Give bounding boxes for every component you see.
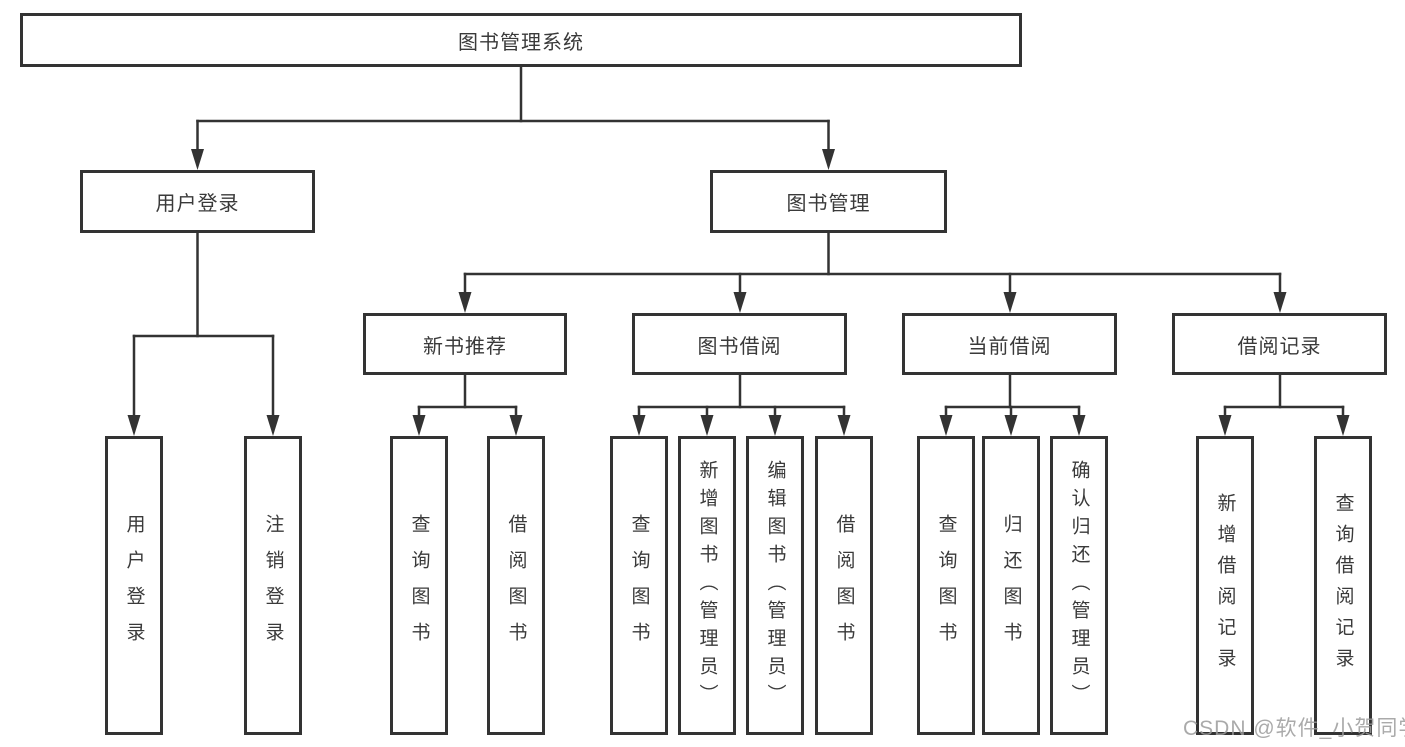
node-user-login: 用户登录 [80, 170, 315, 233]
leaf-label: 查询图书 [628, 513, 650, 658]
leaf-label: 确认归还（管理员） [1068, 459, 1090, 712]
leaf-borrow-books: 借阅图书 [815, 436, 873, 735]
connector-borrow-records-to-leaves [1218, 373, 1350, 436]
node-label: 图书管理 [786, 193, 871, 215]
leaf-query-books-rec: 查询图书 [390, 436, 448, 735]
leaf-label: 编辑图书（管理员） [764, 459, 786, 712]
leaf-return-books: 归还图书 [982, 436, 1040, 735]
leaf-label: 借阅图书 [505, 513, 527, 658]
node-book-borrow: 图书借阅 [632, 313, 847, 375]
node-label: 新书推荐 [423, 335, 507, 358]
connector-current-borrow-to-leaves [939, 373, 1086, 436]
node-label: 图书管理系统 [458, 31, 584, 54]
node-new-book-rec: 新书推荐 [363, 313, 567, 375]
connector-new-book-rec-to-leaves [412, 373, 523, 436]
leaf-query-borrow-record: 查询借阅记录 [1314, 436, 1372, 735]
node-borrow-records: 借阅记录 [1172, 313, 1387, 375]
leaf-label: 用户登录 [123, 513, 145, 658]
node-current-borrow: 当前借阅 [902, 313, 1117, 375]
leaf-query-books-borrow: 查询图书 [610, 436, 668, 735]
node-label: 图书借阅 [697, 335, 782, 358]
connector-user-login-to-leaves [127, 231, 280, 436]
leaf-logout: 注销登录 [244, 436, 302, 735]
connector-book-borrow-to-leaves [632, 373, 851, 436]
leaf-edit-book-admin: 编辑图书（管理员） [746, 436, 804, 735]
leaf-label: 新增借阅记录 [1214, 492, 1236, 679]
connector-book-mgmt-to-level3 [458, 231, 1287, 313]
connector-root-to-level2 [191, 65, 835, 170]
csdn-watermark: CSDN @软件_小贺同学 [1183, 717, 1405, 740]
leaf-label: 注销登录 [262, 513, 284, 658]
node-book-mgmt: 图书管理 [710, 170, 947, 233]
leaf-label: 查询图书 [935, 513, 957, 658]
node-label: 用户登录 [155, 193, 240, 215]
node-label: 借阅记录 [1237, 335, 1322, 358]
leaf-borrow-books-rec: 借阅图书 [487, 436, 545, 735]
leaf-user-login: 用户登录 [105, 436, 163, 735]
leaf-query-books-current: 查询图书 [917, 436, 975, 735]
leaf-label: 借阅图书 [833, 513, 855, 658]
leaf-confirm-return-admin: 确认归还（管理员） [1050, 436, 1108, 735]
node-root-system: 图书管理系统 [20, 13, 1022, 67]
leaf-add-borrow-record: 新增借阅记录 [1196, 436, 1254, 735]
node-label: 当前借阅 [967, 335, 1052, 358]
leaf-label: 归还图书 [1000, 513, 1022, 658]
leaf-label: 新增图书（管理员） [696, 459, 718, 712]
leaf-label: 查询图书 [408, 513, 430, 658]
leaf-label: 查询借阅记录 [1332, 492, 1354, 679]
leaf-add-book-admin: 新增图书（管理员） [678, 436, 736, 735]
